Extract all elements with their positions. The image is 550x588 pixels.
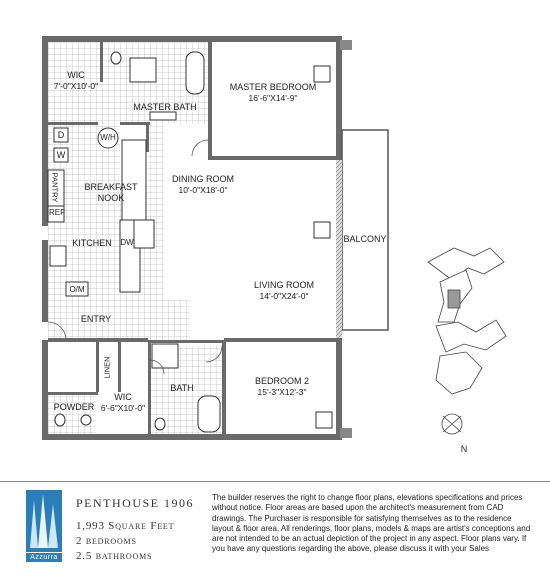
tub-bath2 <box>197 395 221 433</box>
room-label-master-bath: MASTER BATH <box>133 102 197 112</box>
oven-microwave <box>65 281 89 297</box>
room-label-kitchen: KITCHEN <box>72 238 112 248</box>
room-label-dining-room: DINING ROOM 10'-0"X18'-0" <box>172 174 234 195</box>
wall-bed2-left <box>222 340 226 436</box>
vanity-master <box>149 111 177 121</box>
wall-bath-right <box>208 42 212 160</box>
column-master <box>313 65 331 83</box>
door-swing-master <box>191 139 209 157</box>
water-heater <box>97 127 119 149</box>
unit-square-feet: 1,993 Square Feet <box>76 520 175 532</box>
sink-powder <box>80 414 92 426</box>
label-compass-n: N <box>460 444 468 454</box>
stove <box>49 245 67 267</box>
wall-top <box>42 36 340 42</box>
wall-right-top <box>336 36 342 160</box>
door-swing-entry <box>47 321 67 341</box>
unit-bathrooms: 2.5 bathrooms <box>76 550 153 562</box>
counter-dining <box>133 219 155 249</box>
room-label-breakfast-nook: BREAKFAST NOOK <box>84 182 138 203</box>
room-label-entry: ENTRY <box>80 314 112 324</box>
wall-bath2-top <box>148 340 224 343</box>
wall-left-bottom <box>42 340 48 440</box>
shower-master <box>129 57 157 83</box>
wall-bottom <box>42 434 340 440</box>
wall-corner-br <box>340 428 352 438</box>
column-living <box>313 221 331 239</box>
room-label-living-room: LIVING ROOM 14'-0"X24'-0" <box>253 280 314 301</box>
room-label-powder: POWDER <box>53 402 95 412</box>
balcony-outline <box>341 129 389 331</box>
balcony-glass <box>336 160 342 338</box>
room-label-wic-2: WIC 6'-6"X10'-0" <box>100 392 146 413</box>
wall-right-bottom <box>336 338 342 440</box>
wall-master-bottom <box>208 156 340 160</box>
door-swing-bath2 <box>149 359 165 375</box>
washer <box>53 147 69 163</box>
room-label-master-bedroom: MASTER BEDROOM 16'-6"X14'-9" <box>229 82 317 103</box>
room-label-balcony: BALCONY <box>343 234 387 244</box>
label-ref: REF <box>49 208 65 217</box>
room-label-bath: BATH <box>170 383 194 393</box>
room-label-bedroom-2: BEDROOM 2 15'-3"X12'-3" <box>254 376 309 397</box>
tile-floor-entry <box>48 300 190 340</box>
wall-linen-left <box>96 342 99 392</box>
fridge <box>47 205 65 223</box>
toilet-bath2 <box>154 417 166 431</box>
logo-wordmark: Azzurra <box>26 553 62 562</box>
label-om: O/M <box>69 285 85 294</box>
label-dw: DW <box>120 238 134 247</box>
wall-wic-right <box>100 42 103 82</box>
tile-floor-powder <box>48 394 96 434</box>
wall-powder-top <box>48 392 98 395</box>
room-label-wic: WIC 7'-0"X10'-0" <box>53 70 99 91</box>
tile-floor-hall <box>148 124 164 314</box>
tile-floor-wic-bath <box>48 42 210 124</box>
unit-bedrooms: 2 bedrooms <box>76 535 137 547</box>
key-plan <box>427 247 507 395</box>
label-dryer: D <box>57 130 65 140</box>
toilet-master <box>110 51 122 65</box>
wall-bed2-top <box>224 338 338 342</box>
wall-nook-top2 <box>120 122 150 125</box>
wall-wic2-right <box>148 342 151 436</box>
door-swing-bed2 <box>205 345 223 363</box>
label-pantry: PANTRY <box>50 172 60 203</box>
wall-entry-bottom <box>48 338 148 342</box>
wall-left-upper <box>42 36 48 226</box>
wall-corner-tr <box>340 40 352 50</box>
counter-nook <box>121 139 147 221</box>
logo-mark-icon <box>30 494 58 548</box>
disclaimer-text: The builder reserves the right to change… <box>212 493 531 554</box>
wall-hall-left <box>146 124 149 152</box>
dryer <box>53 127 69 143</box>
column-bed2 <box>315 411 333 429</box>
label-linen: LINEN <box>102 356 112 379</box>
wall-nook-top <box>48 122 98 125</box>
footer-divider <box>0 481 550 482</box>
shower-bath2 <box>151 343 179 369</box>
wall-linen-right <box>118 342 121 392</box>
label-wh: W/H <box>100 133 116 142</box>
wall-left-lower <box>42 240 48 322</box>
floor-plan <box>42 36 507 440</box>
toilet-powder <box>54 413 66 427</box>
azzurra-logo <box>26 490 62 552</box>
tub-master <box>185 51 205 95</box>
compass-icon <box>441 413 463 435</box>
label-washer: W <box>56 150 66 160</box>
unit-title: PENTHOUSE 1906 <box>76 496 195 510</box>
